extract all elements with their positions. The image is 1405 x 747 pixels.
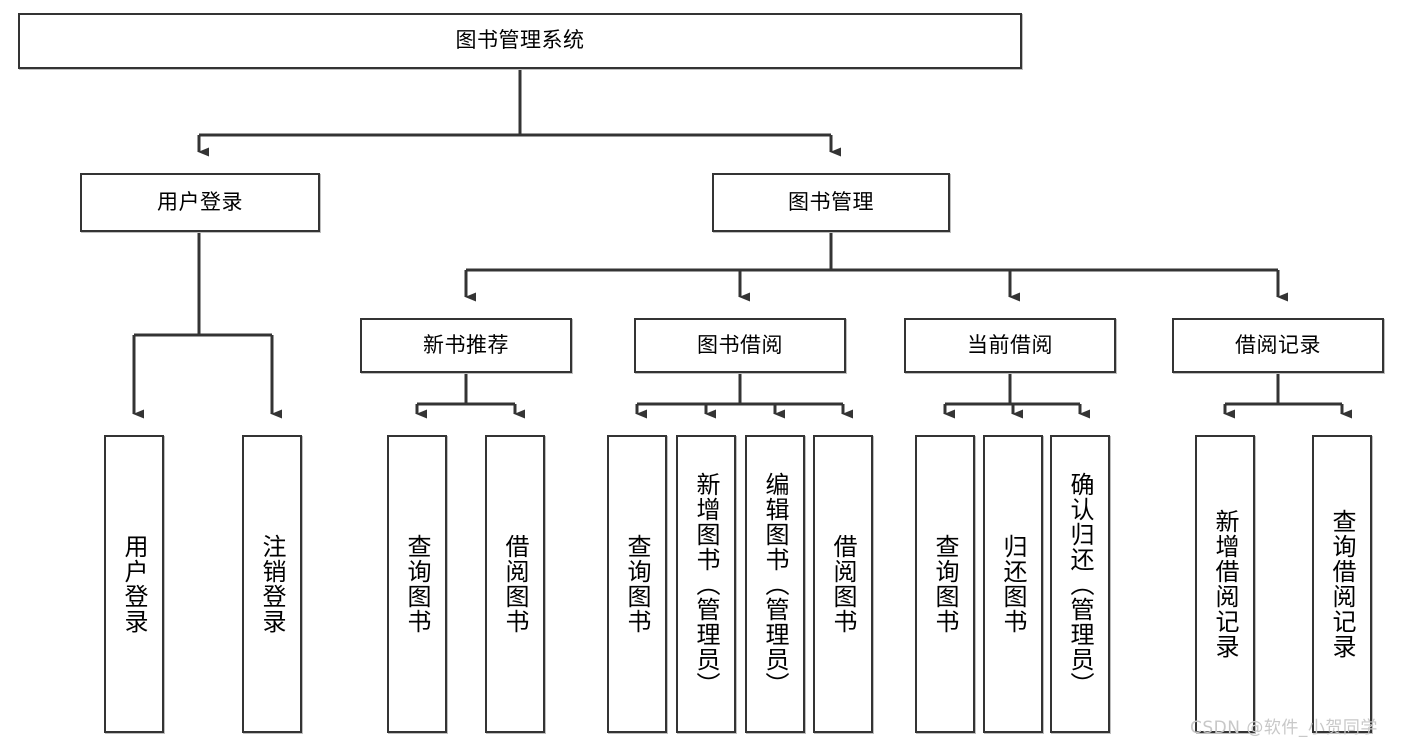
node-user-login-label: 用户登录 — [157, 189, 243, 214]
node-book-management-label: 图书管理 — [788, 189, 874, 214]
node-leaf-return-book-label: 归还图书 — [999, 534, 1027, 634]
node-new-book-recommend[interactable]: 新书推荐 — [360, 318, 572, 373]
node-leaf-return-book[interactable]: 归还图书 — [983, 435, 1043, 733]
node-leaf-borrow-book-1-label: 借阅图书 — [501, 534, 529, 634]
csdn-watermark: CSDN @软件_小贺同学 — [1190, 718, 1378, 738]
node-borrow-record-label: 借阅记录 — [1235, 332, 1321, 357]
node-leaf-user-logout[interactable]: 注销登录 — [242, 435, 302, 733]
node-leaf-add-record[interactable]: 新增借阅记录 — [1195, 435, 1255, 733]
node-leaf-borrow-book-2-label: 借阅图书 — [829, 534, 857, 634]
node-leaf-borrow-book-1[interactable]: 借阅图书 — [485, 435, 545, 733]
node-leaf-add-book[interactable]: 新增图书（管理员） — [676, 435, 736, 733]
node-leaf-add-book-label: 新增图书（管理员） — [692, 471, 720, 697]
node-leaf-query-record[interactable]: 查询借阅记录 — [1312, 435, 1372, 733]
node-book-management[interactable]: 图书管理 — [712, 173, 950, 232]
node-leaf-confirm-return-label: 确认归还（管理员） — [1066, 471, 1094, 697]
node-leaf-user-logout-label: 注销登录 — [258, 534, 286, 634]
node-leaf-query-book-2-label: 查询图书 — [623, 534, 651, 634]
node-leaf-user-login-label: 用户登录 — [120, 534, 148, 634]
node-leaf-user-login[interactable]: 用户登录 — [104, 435, 164, 733]
node-leaf-borrow-book-2[interactable]: 借阅图书 — [813, 435, 873, 733]
node-current-borrow[interactable]: 当前借阅 — [904, 318, 1116, 373]
node-leaf-query-book-1-label: 查询图书 — [403, 534, 431, 634]
node-user-login[interactable]: 用户登录 — [80, 173, 320, 232]
node-current-borrow-label: 当前借阅 — [967, 332, 1053, 357]
node-leaf-edit-book-label: 编辑图书（管理员） — [761, 471, 789, 697]
node-root-label: 图书管理系统 — [455, 28, 585, 53]
node-new-book-recommend-label: 新书推荐 — [423, 332, 509, 357]
node-book-borrow[interactable]: 图书借阅 — [634, 318, 846, 373]
node-leaf-confirm-return[interactable]: 确认归还（管理员） — [1050, 435, 1110, 733]
node-borrow-record[interactable]: 借阅记录 — [1172, 318, 1384, 373]
node-leaf-query-book-1[interactable]: 查询图书 — [387, 435, 447, 733]
node-leaf-edit-book[interactable]: 编辑图书（管理员） — [745, 435, 805, 733]
node-leaf-query-book-3[interactable]: 查询图书 — [915, 435, 975, 733]
node-leaf-query-record-label: 查询借阅记录 — [1328, 509, 1356, 659]
node-leaf-add-record-label: 新增借阅记录 — [1211, 509, 1239, 659]
node-leaf-query-book-2[interactable]: 查询图书 — [607, 435, 667, 733]
node-leaf-query-book-3-label: 查询图书 — [931, 534, 959, 634]
node-book-borrow-label: 图书借阅 — [697, 332, 783, 357]
node-root[interactable]: 图书管理系统 — [18, 13, 1022, 69]
